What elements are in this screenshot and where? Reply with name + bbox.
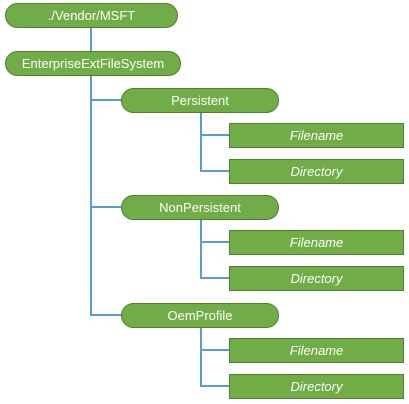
connector-nonpersistent-trunk — [200, 219, 202, 279]
oemprofile-directory-node: Directory — [229, 374, 404, 399]
connector-root-to-csp — [90, 27, 92, 51]
connector-oemprofile-filename — [200, 349, 229, 351]
oemprofile-node: OemProfile — [121, 303, 279, 328]
nonpersistent-node: NonPersistent — [121, 195, 279, 220]
connector-nonpersistent-filename — [200, 241, 229, 243]
connector-oemprofile-trunk — [200, 327, 202, 387]
connector-to-oemprofile — [90, 314, 122, 316]
oemprofile-filename-node: Filename — [229, 338, 404, 363]
connector-oemprofile-directory — [200, 385, 229, 387]
connector-csp-trunk — [90, 75, 92, 316]
csp-node: EnterpriseExtFileSystem — [5, 51, 181, 76]
nonpersistent-directory-node: Directory — [229, 266, 404, 291]
root-node: ./Vendor/MSFT — [5, 3, 178, 28]
nonpersistent-filename-node: Filename — [229, 230, 404, 255]
connector-to-persistent — [90, 99, 122, 101]
connector-to-nonpersistent — [90, 206, 122, 208]
connector-persistent-trunk — [200, 112, 202, 172]
connector-persistent-directory — [200, 170, 229, 172]
connector-persistent-filename — [200, 134, 229, 136]
persistent-directory-node: Directory — [229, 159, 404, 184]
persistent-filename-node: Filename — [229, 123, 404, 148]
connector-nonpersistent-directory — [200, 277, 229, 279]
persistent-node: Persistent — [121, 88, 279, 113]
